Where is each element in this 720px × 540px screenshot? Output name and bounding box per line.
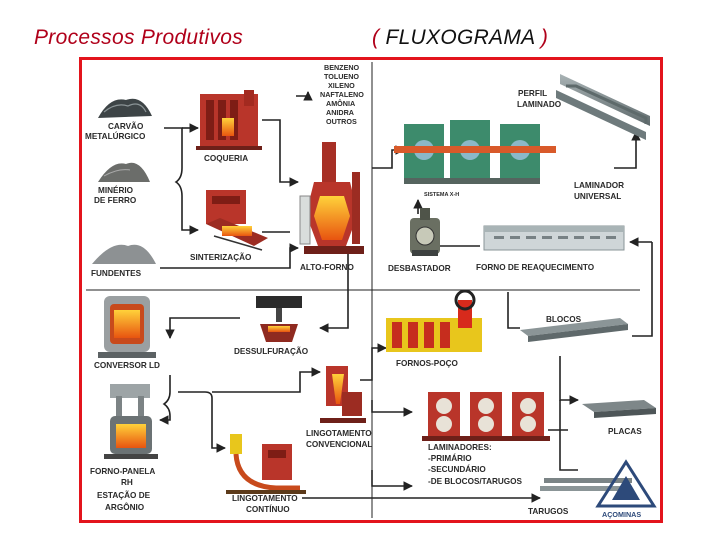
blast-furnace-icon (299, 142, 364, 254)
label-forno-panela: FORNO-PANELA (90, 467, 155, 476)
label-desbastador: DESBASTADOR (388, 264, 451, 273)
gas-anidra: ANIDRA (326, 108, 354, 117)
gas-naftaleno: NAFTALENO (320, 90, 364, 99)
logo-text: AÇOMINAS (602, 510, 641, 519)
label-fundentes: FUNDENTES (91, 269, 142, 278)
label-carvao-1: CARVÃO (108, 121, 144, 131)
desulfurization-icon (256, 296, 302, 342)
blooms-icon (520, 318, 628, 342)
flow-lines (86, 62, 653, 518)
label-dessulfuracao: DESSULFURAÇÃO (234, 346, 309, 356)
label-estacao: ESTAÇÃO DE (97, 490, 151, 500)
acominas-logo (595, 459, 657, 508)
soaking-pits-icon (386, 289, 482, 352)
label-rh: RH (121, 478, 133, 487)
label-laminadores-blocos: -DE BLOCOS/TARUGOS (428, 477, 523, 486)
ladle-furnace-icon (104, 384, 158, 459)
gas-benzeno: BENZENO (324, 63, 360, 72)
label-sistema-xh: SISTEMA X-H (424, 192, 459, 198)
label-minerio-2: DE FERRO (94, 196, 137, 205)
label-perfil-2: LAMINADO (517, 100, 562, 109)
gas-byproducts-list: BENZENO TOLUENO XILENO NAFTALENO AMÔNIA … (320, 63, 364, 126)
label-fornos-poco: FORNOS-POÇO (396, 359, 458, 368)
rolled-beam-icon (556, 74, 650, 140)
gas-tolueno: TOLUENO (324, 72, 359, 81)
page-title: Processos Produtivos (34, 26, 244, 49)
title-paren-open: ( (372, 26, 386, 49)
label-carvao-2: METALÚRGICO (85, 130, 146, 141)
gas-outros: OUTROS (326, 117, 357, 126)
label-forno-reaquecimento: FORNO DE REAQUECIMENTO (476, 263, 595, 272)
universal-mill-icon (394, 120, 556, 184)
slabs-icon (582, 400, 656, 418)
label-blocos: BLOCOS (546, 315, 582, 324)
label-placas: PLACAS (608, 427, 642, 436)
continuous-caster-icon (226, 434, 306, 494)
sinter-plant-icon (206, 190, 268, 251)
label-alto-forno: ALTO-FORNO (300, 263, 354, 272)
billets-icon (540, 478, 632, 491)
label-perfil-1: PERFIL (518, 89, 547, 98)
rolling-mills-icon (422, 392, 550, 441)
title-paren-close: ) (534, 26, 549, 49)
label-laminadores-title: LAMINADORES: (428, 443, 492, 452)
label-conversor-ld: CONVERSOR LD (94, 361, 160, 370)
label-minerio-1: MINÉRIO (98, 185, 134, 195)
iron-ore-pile-icon (98, 162, 150, 182)
label-lingotamento-conv-2: CONVENCIONAL (306, 440, 372, 449)
reheating-furnace-icon (483, 225, 625, 251)
coke-oven-icon (196, 90, 262, 150)
diagram-title: ( FLUXOGRAMA ) (372, 26, 548, 50)
label-lingotamento-cont-2: CONTÍNUO (246, 504, 290, 514)
label-lingotamento-conv-1: LINGOTAMENTO (306, 429, 372, 438)
ingot-casting-icon (320, 366, 366, 423)
title-main: FLUXOGRAMA (385, 26, 535, 49)
label-coqueria: COQUERIA (204, 154, 248, 163)
label-lingotamento-cont-1: LINGOTAMENTO (232, 494, 298, 503)
blooming-mill-icon (410, 208, 440, 256)
gas-xileno: XILENO (328, 81, 355, 90)
label-argonio: ARGÔNIO (105, 501, 145, 512)
gas-amonia: AMÔNIA (326, 99, 355, 108)
label-laminadores-secundario: -SECUNDÁRIO (428, 464, 486, 474)
ld-converter-icon (98, 296, 156, 358)
coal-pile-icon (98, 98, 152, 118)
label-laminador-2: UNIVERSAL (574, 192, 621, 201)
label-sinterizacao: SINTERIZAÇÃO (190, 252, 252, 262)
label-laminador-1: LAMINADOR (574, 181, 624, 190)
flux-pile-icon (92, 244, 156, 264)
label-tarugos: TARUGOS (528, 507, 569, 516)
label-laminadores-primario: -PRIMÁRIO (428, 453, 472, 463)
